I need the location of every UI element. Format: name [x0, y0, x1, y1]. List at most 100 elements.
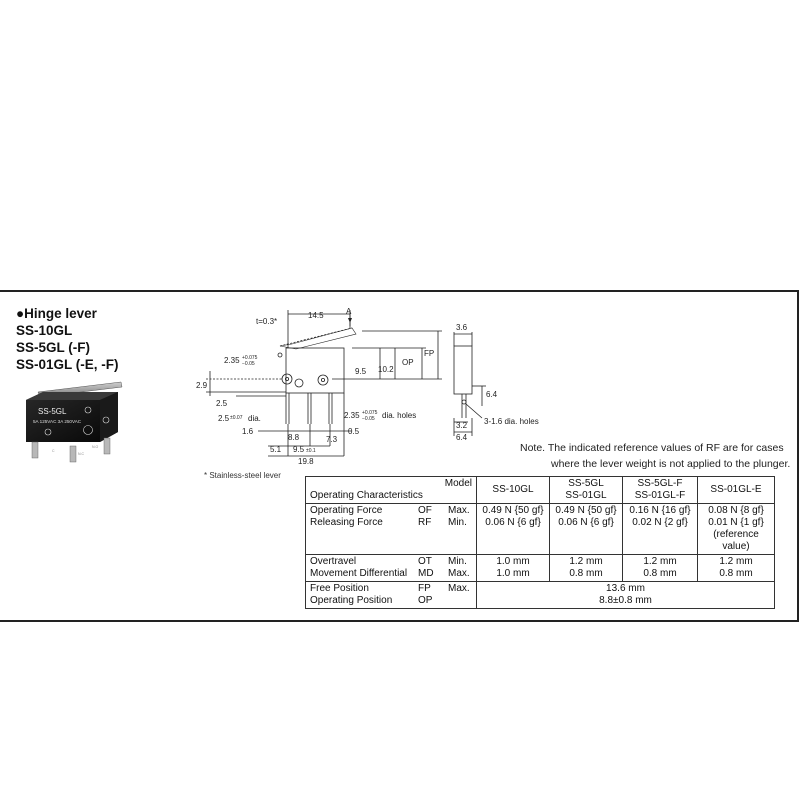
value: 0.8 mm [719, 568, 753, 579]
code-fp: FP [418, 583, 431, 594]
screw-icon [83, 425, 93, 435]
limit-min: Min. [448, 556, 467, 567]
name-releasing-force: Releasing Force [310, 517, 383, 528]
name-overtravel: Overtravel [310, 556, 357, 567]
dim-1-6: 1.6 [242, 427, 254, 436]
row-names: Overtravel Movement Differential [305, 554, 414, 582]
dim-6-4: 6.4 [486, 390, 498, 399]
cell-c1: 1.0 mm 1.0 mm [476, 554, 550, 582]
header-col-2-b: SS-01GL [565, 490, 607, 501]
table-row: Free Position Operating Position FP OP M… [305, 581, 775, 609]
dim-dia: dia. [248, 414, 261, 423]
value: 0.8 mm [643, 568, 677, 579]
reference-value-note: (reference value) [713, 529, 759, 552]
header-col-2: SS-5GL SS-01GL [549, 476, 623, 504]
label-a: A [346, 307, 352, 316]
section-heading: ●Hinge lever [16, 306, 97, 322]
terminal-label-c: C [52, 449, 55, 453]
dim-2-35: 2.35 [224, 356, 240, 365]
dim-0-5: 0.5 [348, 427, 360, 436]
dim-holes-tol-top: +0.075 [362, 410, 378, 416]
value: 1.0 mm [496, 568, 530, 579]
dim-2-35-tol-bot: −0.05 [242, 361, 255, 367]
value: 8.8±0.8 mm [599, 595, 652, 606]
row-limits: Max. Min. [444, 503, 477, 555]
model-ss-01gl: SS-01GL (-E, -F) [16, 357, 119, 372]
value: 0.8 mm [569, 568, 603, 579]
header-operating-characteristics: Operating Characteristics [310, 490, 423, 501]
corner-header-cell: Model Operating Characteristics [305, 476, 477, 504]
limit-max: Max. [448, 568, 470, 579]
name-movement-differential: Movement Differential [310, 568, 408, 579]
dim-holes-tol-bot: −0.05 [362, 416, 375, 422]
value: 1.2 mm [719, 556, 753, 567]
code-of: OF [418, 505, 432, 516]
marking-rating: 5A 125VAC 3A 250VAC [33, 419, 82, 424]
lever-stroke-icon [279, 327, 353, 347]
dimension-drawing: t=0.3* 14.5 A 2.35 +0.075 −0.05 2.9 2.5 … [196, 307, 539, 466]
dim-fp: FP [424, 349, 434, 358]
code-md: MD [418, 568, 434, 579]
terminal-icon-2 [69, 445, 77, 463]
model-ss-5gl: SS-5GL (-F) [16, 340, 90, 355]
dim-2-5-dia-tol: ±0.07 [230, 415, 243, 421]
header-col-3-a: SS-5GL-F [637, 478, 683, 489]
switch-photo: SS-5GL 5A 125VAC 3A 250VAC C N.C N.O [26, 381, 123, 463]
value: 0.02 N {2 gf} [632, 517, 688, 528]
ul-mark-icon [84, 406, 92, 414]
value: 0.16 N {16 gf} [629, 505, 691, 516]
name-operating-position: Operating Position [310, 595, 393, 606]
row-codes: FP OP [414, 581, 444, 609]
row-names: Operating Force Releasing Force [305, 503, 414, 555]
limit-max: Max. [448, 505, 470, 516]
dim-2-35-tol-top: +0.075 [242, 355, 258, 361]
code-ot: OT [418, 556, 432, 567]
code-rf: RF [418, 517, 432, 528]
side-view-icon [453, 345, 473, 395]
terminal-icon-3 [103, 437, 111, 455]
code-op: OP [418, 595, 433, 606]
dim-op: OP [402, 358, 414, 367]
terminal-icon [31, 441, 39, 459]
dim-2-5: 2.5 [216, 399, 228, 408]
header-col-4: SS-01GL-E [697, 476, 775, 504]
specs-table: Model Operating Characteristics SS-10GL … [305, 476, 775, 609]
limit-min: Min. [448, 517, 467, 528]
dim-9-5b-tol: ±0.1 [306, 448, 316, 454]
dim-14-5: 14.5 [308, 311, 324, 320]
name-free-position: Free Position [310, 583, 369, 594]
row-codes: OF RF [414, 503, 444, 555]
row-limits: Min. Max. [444, 554, 477, 582]
header-col-1: SS-10GL [476, 476, 550, 504]
value: 1.0 mm [496, 556, 530, 567]
terminal-label-nc: N.C [78, 452, 85, 456]
row-codes: OT MD [414, 554, 444, 582]
cell-c2: 0.49 N {50 gf} 0.06 N {6 gf} [549, 503, 623, 555]
note-line-1: Note. The indicated reference values of … [520, 442, 784, 454]
header-col-3: SS-5GL-F SS-01GL-F [622, 476, 698, 504]
value: 0.01 N {1 gf} [708, 517, 764, 528]
switch-outline-icon [285, 347, 345, 394]
bullet-icon: ● [16, 306, 25, 321]
value: 0.06 N {6 gf} [558, 517, 614, 528]
dim-7-3: 7.3 [326, 435, 338, 444]
value: 0.49 N {50 gf} [555, 505, 617, 516]
table-row: Overtravel Movement Differential OT MD M… [305, 554, 775, 582]
value: 1.2 mm [643, 556, 677, 567]
dim-6-4b: 6.4 [456, 433, 468, 442]
value: 0.08 N {8 gf} [708, 505, 764, 516]
dim-9-5: 9.5 [355, 367, 367, 376]
marking-model: SS-5GL [38, 407, 67, 416]
name-operating-force: Operating Force [310, 505, 383, 516]
hole-icon [281, 373, 293, 385]
cell-c4: 1.2 mm 0.8 mm [697, 554, 775, 582]
dim-19-8: 19.8 [298, 457, 314, 466]
dim-2-9: 2.9 [196, 381, 208, 390]
heading-hinge-lever: Hinge lever [24, 306, 97, 321]
screw-icon-2 [44, 428, 52, 436]
dim-10-2: 10.2 [378, 365, 394, 374]
dim-2-35-holes: 2.35 [344, 411, 360, 420]
cell-c4: 0.08 N {8 gf} 0.01 N {1 gf} (reference v… [697, 503, 775, 555]
value: 1.2 mm [569, 556, 603, 567]
header-col-3-b: SS-01GL-F [634, 490, 686, 501]
